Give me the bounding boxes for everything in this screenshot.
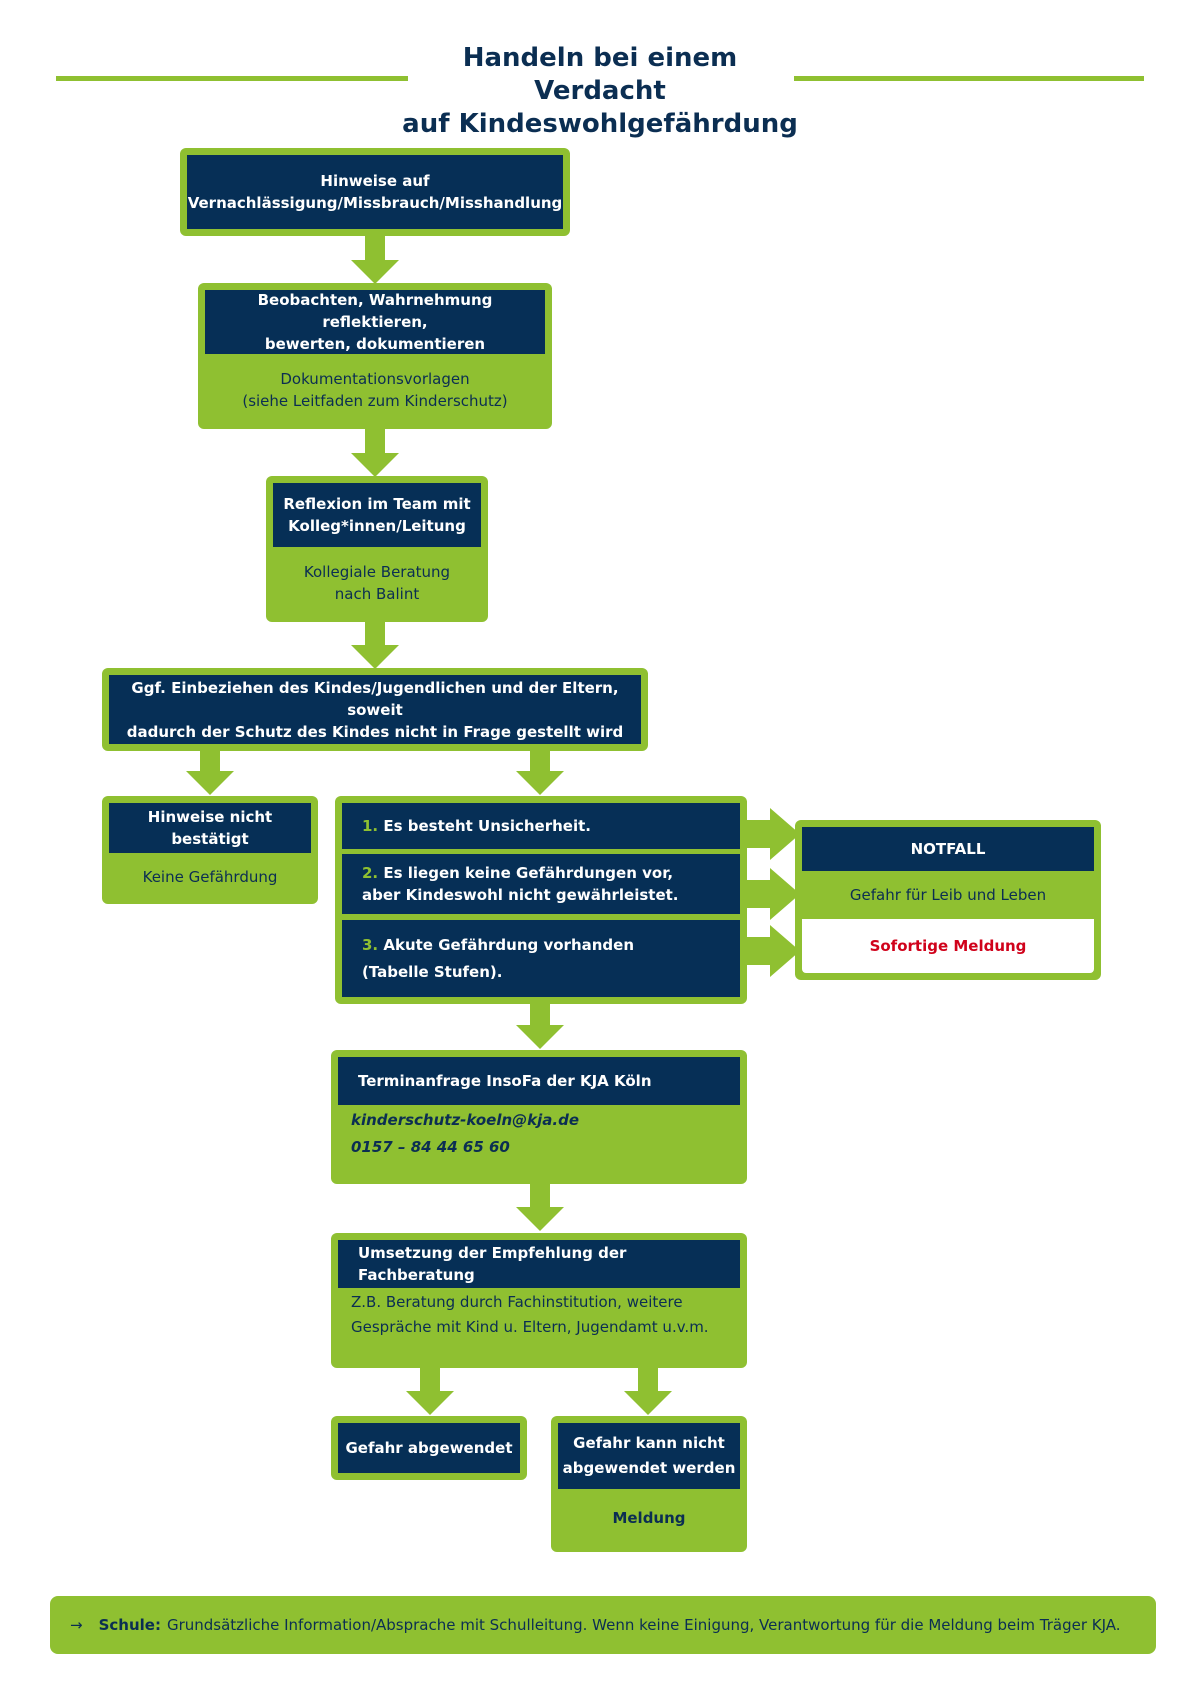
box-abgewendet-header: Gefahr abgewendet [338, 1423, 520, 1473]
box-abgewendet: Gefahr abgewendet [331, 1416, 527, 1480]
box-nicht-bestaetigt-header: Hinweise nicht bestätigt [109, 803, 311, 853]
title-line-left [56, 76, 408, 81]
footer-text: Grundsätzliche Information/Absprache mit… [166, 1616, 1121, 1634]
footer-note: → Schule: Grundsätzliche Information/Abs… [50, 1596, 1156, 1654]
box-options: 1. Es besteht Unsicherheit. 2. Es liegen… [335, 796, 747, 1004]
arrow-right-2 [742, 868, 800, 920]
box-nicht-abgewendet-sub: Meldung [612, 1509, 686, 1527]
box-umsetzung-sub: Z.B. Beratung durch Fachinstitution, wei… [351, 1293, 709, 1336]
box-termin-header: Terminanfrage InsoFa der KJA Köln [338, 1057, 740, 1105]
arrow-down-5 [516, 998, 564, 1049]
page-title: Handeln bei einem Verdacht auf Kindeswoh… [402, 43, 798, 139]
box-beobachten-sub: Dokumentationsvorlagen (siehe Leitfaden … [242, 370, 508, 410]
option-3: 3. Akute Gefährdung vorhanden (Tabelle S… [342, 920, 740, 997]
arrow-down-4b [516, 744, 564, 795]
arrow-down-6 [516, 1180, 564, 1231]
box-hinweise-header: Hinweise auf Vernachlässigung/Missbrauch… [187, 155, 563, 229]
box-umsetzung: Umsetzung der Empfehlung der Fachberatun… [331, 1233, 747, 1368]
box-einbeziehen-header: Ggf. Einbeziehen des Kindes/Jugendlichen… [109, 675, 641, 744]
arrow-down-3 [351, 618, 399, 669]
box-nicht-bestaetigt: Hinweise nicht bestätigt Keine Gefährdun… [102, 796, 318, 904]
phone-number: 0157 – 84 44 65 60 [351, 1138, 510, 1156]
box-nicht-bestaetigt-sub: Keine Gefährdung [142, 868, 278, 886]
box-notfall-header: NOTFALL [802, 827, 1094, 871]
box-beobachten: Beobachten, Wahrnehmung reflektieren, be… [198, 283, 552, 429]
arrow-right-3 [742, 925, 800, 977]
email-link[interactable]: kinderschutz-koeln@kja.de [351, 1111, 579, 1129]
box-hinweise: Hinweise auf Vernachlässigung/Missbrauch… [180, 148, 570, 236]
box-notfall: NOTFALL Gefahr für Leib und Leben Sofort… [795, 820, 1101, 980]
arrow-down-2 [351, 426, 399, 477]
option-1: 1. Es besteht Unsicherheit. [342, 803, 740, 849]
footer-label: Schule: [98, 1616, 161, 1634]
box-termin-contact: kinderschutz-koeln@kja.de 0157 – 84 44 6… [331, 1107, 747, 1179]
box-nicht-abgewendet: Gefahr kann nicht abgewendet werden Meld… [551, 1416, 747, 1552]
arrow-down-7b [624, 1364, 672, 1415]
option-2: 2. Es liegen keine Gefährdungen vor, abe… [342, 854, 740, 914]
box-beobachten-header: Beobachten, Wahrnehmung reflektieren, be… [205, 290, 545, 354]
arrow-down-7a [406, 1364, 454, 1415]
box-termin: Terminanfrage InsoFa der KJA Köln kinder… [331, 1050, 747, 1184]
box-notfall-sub: Gefahr für Leib und Leben [849, 886, 1047, 904]
box-reflexion-header: Reflexion im Team mit Kolleg*innen/Leitu… [273, 483, 481, 547]
box-einbeziehen: Ggf. Einbeziehen des Kindes/Jugendlichen… [102, 668, 648, 751]
arrow-right-1 [742, 808, 800, 860]
arrow-down-1 [351, 233, 399, 284]
box-reflexion-sub: Kollegiale Beratung nach Balint [303, 563, 451, 603]
box-umsetzung-header: Umsetzung der Empfehlung der Fachberatun… [338, 1240, 740, 1288]
box-nicht-abgewendet-header: Gefahr kann nicht abgewendet werden [558, 1423, 740, 1489]
box-reflexion: Reflexion im Team mit Kolleg*innen/Leitu… [266, 476, 488, 622]
arrow-down-4a [186, 744, 234, 795]
arrow-right-icon: → [70, 1616, 83, 1634]
box-notfall-alert: Sofortige Meldung [802, 919, 1094, 973]
title-line-right [794, 76, 1144, 81]
